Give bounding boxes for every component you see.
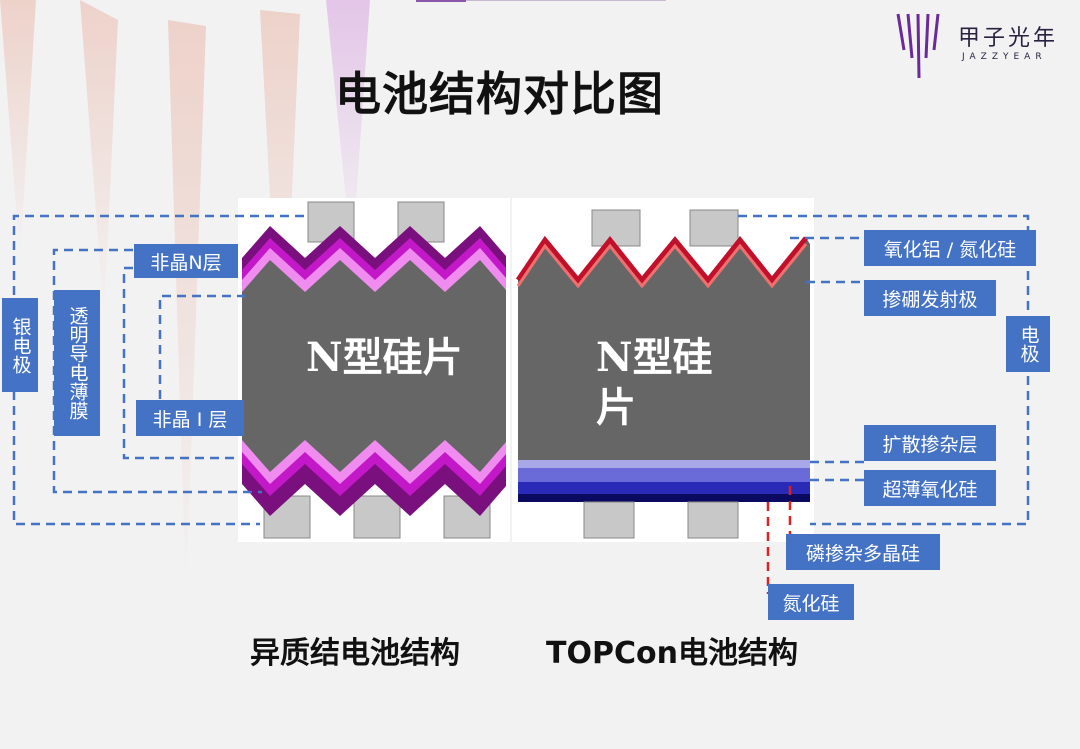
hj-bottom-tco-layer <box>242 464 506 516</box>
tc-top-electrode-2 <box>689 209 739 247</box>
tc-tunnel-oxide-layer <box>518 468 810 482</box>
label-amorphous-n: 非晶N层 <box>134 244 238 278</box>
tc-poly-si-layer <box>518 482 810 494</box>
tc-wafer-label-line2: 片 <box>596 384 636 431</box>
tc-red-leader-lines <box>766 486 792 594</box>
label-poly-si: 磷掺杂多晶硅 <box>786 534 940 570</box>
tc-sinx-layer <box>518 494 810 502</box>
label-silver-electrode: 银电极 <box>2 298 38 392</box>
label-tunnel-oxide: 超薄氧化硅 <box>864 470 996 506</box>
logo-text: 甲子光年 <box>958 26 1059 51</box>
tc-wafer <box>518 238 810 460</box>
hj-top-i-layer <box>242 248 506 298</box>
heterojunction-structure <box>242 201 506 539</box>
label-electrode: 电极 <box>1006 316 1050 372</box>
tc-wafer-label-line1: N型硅 <box>596 334 713 381</box>
hj-bottom-electrode-2 <box>353 495 401 539</box>
tc-alox-sinx-layer <box>515 235 808 284</box>
hj-wafer-label: N型硅片 <box>306 334 463 381</box>
hj-bottom-i-layer <box>242 440 506 492</box>
tc-caption: TOPCon电池结构 <box>546 636 798 671</box>
hj-caption: 异质结电池结构 <box>250 636 460 671</box>
logo-icon <box>896 13 940 79</box>
tc-boron-emitter-layer <box>516 243 808 289</box>
hj-bottom-n-layer <box>242 452 506 504</box>
hj-wafer <box>242 260 506 482</box>
tc-diffusion-layer <box>518 460 810 468</box>
tc-bottom-electrode-1 <box>583 501 635 539</box>
page-title: 电池结构对比图 <box>335 67 664 121</box>
tc-bottom-electrode-2 <box>687 501 739 539</box>
tc-top-electrode-1 <box>591 209 641 247</box>
label-amorphous-i: 非晶 I 层 <box>136 400 244 436</box>
label-sinx: 氮化硅 <box>768 584 854 620</box>
label-diffusion: 扩散掺杂层 <box>864 425 996 461</box>
logo-subtext: JAZZYEAR <box>962 52 1047 62</box>
label-alox-sinx: 氧化铝 / 氮化硅 <box>864 230 1036 266</box>
label-tco: 透明导电薄膜 <box>54 290 100 436</box>
topcon-structure <box>515 209 810 539</box>
label-boron-emitter: 掺硼发射极 <box>864 280 996 316</box>
